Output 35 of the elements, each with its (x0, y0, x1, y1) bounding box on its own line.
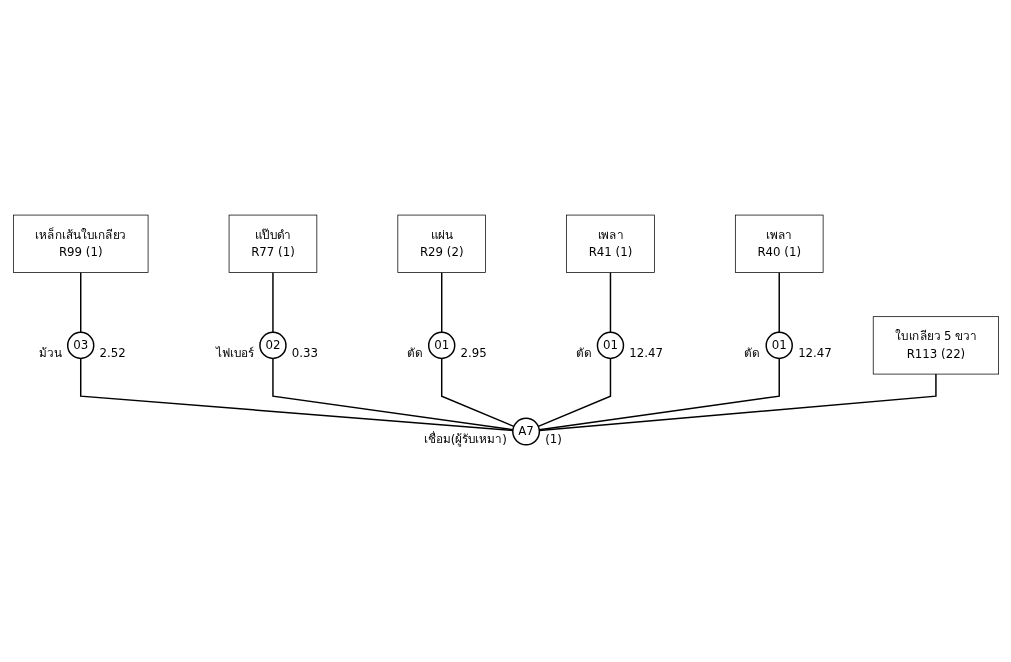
node-circle: 02 (258, 331, 287, 360)
connector (538, 373, 937, 432)
node-side-label: ม้วน (38, 345, 62, 360)
connector (271, 357, 514, 431)
node-box: แป๊บดำ R77 (1) (228, 214, 317, 273)
connector (79, 357, 514, 432)
connector (609, 271, 611, 334)
connector (271, 271, 274, 334)
node-side-label: 2.95 (460, 345, 487, 360)
connector (440, 357, 515, 428)
node-box: เพลา R40 (1) (734, 214, 823, 273)
node-side-label: 0.33 (291, 345, 318, 360)
connector (778, 271, 780, 334)
node-side-label: ตัด (406, 345, 423, 360)
node-side-label: 12.47 (628, 345, 663, 360)
node-circle: 01 (427, 331, 455, 360)
node-side-label: เชื่อม(ผู้รับเหมา) (423, 432, 507, 447)
connector (537, 357, 611, 428)
node-circle: 01 (596, 331, 624, 360)
node-side-label: ไฟเบอร์ (215, 345, 254, 360)
node-side-label: ตัด (743, 345, 760, 360)
node-side-label: ตัด (575, 345, 592, 360)
node-circle: 01 (764, 331, 793, 360)
connector (538, 357, 780, 431)
node-circle: A7 (511, 417, 540, 446)
connector (79, 271, 81, 334)
node-side-label: 2.52 (99, 345, 126, 360)
node-box: ใบเกลียว 5 ขวา R113 (22) (872, 316, 999, 375)
node-side-label: 12.47 (797, 345, 832, 360)
node-box: แผ่น R29 (2) (396, 214, 486, 273)
node-side-label: (1) (544, 432, 562, 447)
node-circle: 03 (66, 331, 94, 360)
node-box: เหล็กเส้นใบเกลียว R99 (1) (12, 214, 148, 273)
connector (440, 271, 442, 334)
node-box: เพลา R41 (1) (565, 214, 655, 273)
